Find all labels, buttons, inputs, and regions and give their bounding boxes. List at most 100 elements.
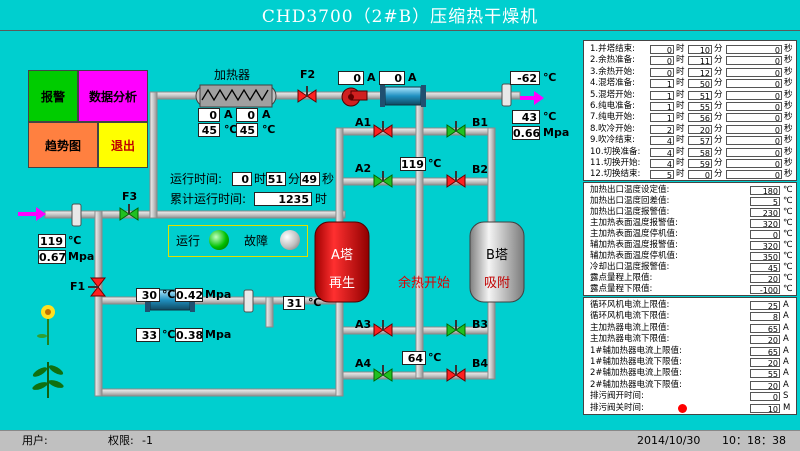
current-setting-value: 10 xyxy=(750,403,780,414)
trend-button[interactable]: 趋势图 xyxy=(28,122,98,168)
status-indicator-box xyxy=(168,225,308,257)
fan-current2: 0 xyxy=(379,71,405,85)
tower-a-state: 再生 xyxy=(328,276,355,291)
temp-setting-row: 露点量程上限值:20℃ xyxy=(584,273,798,284)
exit-button[interactable]: 退出 xyxy=(98,122,148,168)
temp-setting-label: 主加热表面温度停机值: xyxy=(590,229,678,239)
step-minutes: 57 xyxy=(688,136,712,146)
blower xyxy=(341,87,368,107)
inlet-temp-unit: ℃ xyxy=(68,234,82,247)
outlet-pressure: 0.66 xyxy=(512,126,541,140)
role-value: -1 xyxy=(142,434,153,447)
step-minutes: 10 xyxy=(688,45,712,55)
flow-arrow-in xyxy=(18,207,46,221)
user-label: 用户: xyxy=(22,434,48,447)
step-minutes: 55 xyxy=(688,102,712,112)
heater-label: 加热器 xyxy=(214,68,251,82)
valve-f1 xyxy=(88,277,107,297)
step-seconds: 0 xyxy=(726,67,782,78)
step-minutes-unit: 分 xyxy=(714,169,723,180)
current-setting-value: 20 xyxy=(750,380,780,391)
temp-setting-unit: ℃ xyxy=(783,185,793,195)
step-seconds-unit: 秒 xyxy=(784,158,793,168)
step-seconds: 0 xyxy=(726,159,782,169)
cooler-pressure1-unit: Mpa xyxy=(205,288,232,301)
step-seconds-unit: 秒 xyxy=(784,55,793,66)
temp-setting-label: 加热出口温度报警值: xyxy=(590,207,670,217)
step-label: 10.切换准备: xyxy=(590,146,641,157)
valve-a2-label: A2 xyxy=(355,162,372,175)
step-label: 11.切换开始: xyxy=(590,158,641,168)
lower-bridge-temp-unit: ℃ xyxy=(428,351,442,364)
valve-b2-label: B2 xyxy=(472,163,489,176)
step-minutes-unit: 分 xyxy=(714,44,723,54)
current-setting-unit: A xyxy=(783,368,789,379)
step-minutes-unit: 分 xyxy=(714,112,723,123)
current-setting-label: 主加热器电流下限值: xyxy=(590,334,670,345)
step-seconds-unit: 秒 xyxy=(784,146,793,157)
valve-b4 xyxy=(446,365,466,382)
step-minutes: 56 xyxy=(688,113,712,123)
temp-setting-label: 露点量程上限值: xyxy=(590,273,653,283)
tower-b-state: 吸附 xyxy=(483,276,510,291)
heater-current2-unit: A xyxy=(262,108,271,121)
temp-setting-label: 露点量程下限值: xyxy=(590,284,653,294)
tower-a xyxy=(314,221,370,303)
current-setting-unit: A xyxy=(783,311,789,322)
alarm-button[interactable]: 报警 xyxy=(28,70,78,122)
valve-a4 xyxy=(373,365,393,382)
step-seconds: 0 xyxy=(726,147,782,158)
step-minutes: 58 xyxy=(688,147,712,158)
f1-label: F1 xyxy=(70,280,86,293)
current-setting-value: 0 xyxy=(750,392,780,402)
step-minutes: 59 xyxy=(688,159,712,169)
step-hours: 1 xyxy=(650,102,674,112)
step-minutes-unit: 分 xyxy=(714,78,723,89)
valve-a2 xyxy=(373,171,393,188)
inlet-pressure-unit: Mpa xyxy=(68,250,95,263)
step-label: 6.纯电准备: xyxy=(590,101,635,111)
data-analysis-button[interactable]: 数据分析 xyxy=(78,70,148,122)
step-hours-unit: 时 xyxy=(676,123,685,134)
step-hours: 1 xyxy=(650,90,674,101)
temp-setting-unit: ℃ xyxy=(783,196,793,206)
runtime-hours-unit: 时 xyxy=(254,172,267,186)
step-seconds-unit: 秒 xyxy=(784,78,793,89)
filters xyxy=(71,83,512,313)
cooler-pressure1: 0.42 xyxy=(175,288,204,302)
fan-current2-unit: A xyxy=(408,71,417,84)
heater-temp2-unit: ℃ xyxy=(262,123,276,136)
step-hours-unit: 时 xyxy=(676,146,685,157)
step-hours: 4 xyxy=(650,159,674,169)
step-seconds: 0 xyxy=(726,90,782,101)
valve-a4-label: A4 xyxy=(355,357,372,370)
total-runtime-unit: 时 xyxy=(315,192,328,206)
date-display: 2014/10/30 xyxy=(637,434,701,447)
step-seconds-unit: 秒 xyxy=(784,123,793,134)
valve-b3 xyxy=(446,320,466,337)
heater-temp1-unit: ℃ xyxy=(224,123,238,136)
temp-setting-unit: ℃ xyxy=(783,273,793,283)
step-minutes-unit: 分 xyxy=(714,135,723,146)
temp-setting-value: 320 xyxy=(750,241,780,251)
temp-setting-value: 230 xyxy=(750,208,780,218)
plant-icon xyxy=(32,362,64,398)
heater-current2: 0 xyxy=(236,108,258,122)
step-seconds: 0 xyxy=(726,124,782,135)
valve-b1-label: B1 xyxy=(472,116,489,129)
step-label: 1.并塔结束: xyxy=(590,44,635,54)
step-minutes-unit: 分 xyxy=(714,101,723,111)
outlet-temp2-unit: ℃ xyxy=(543,110,557,123)
